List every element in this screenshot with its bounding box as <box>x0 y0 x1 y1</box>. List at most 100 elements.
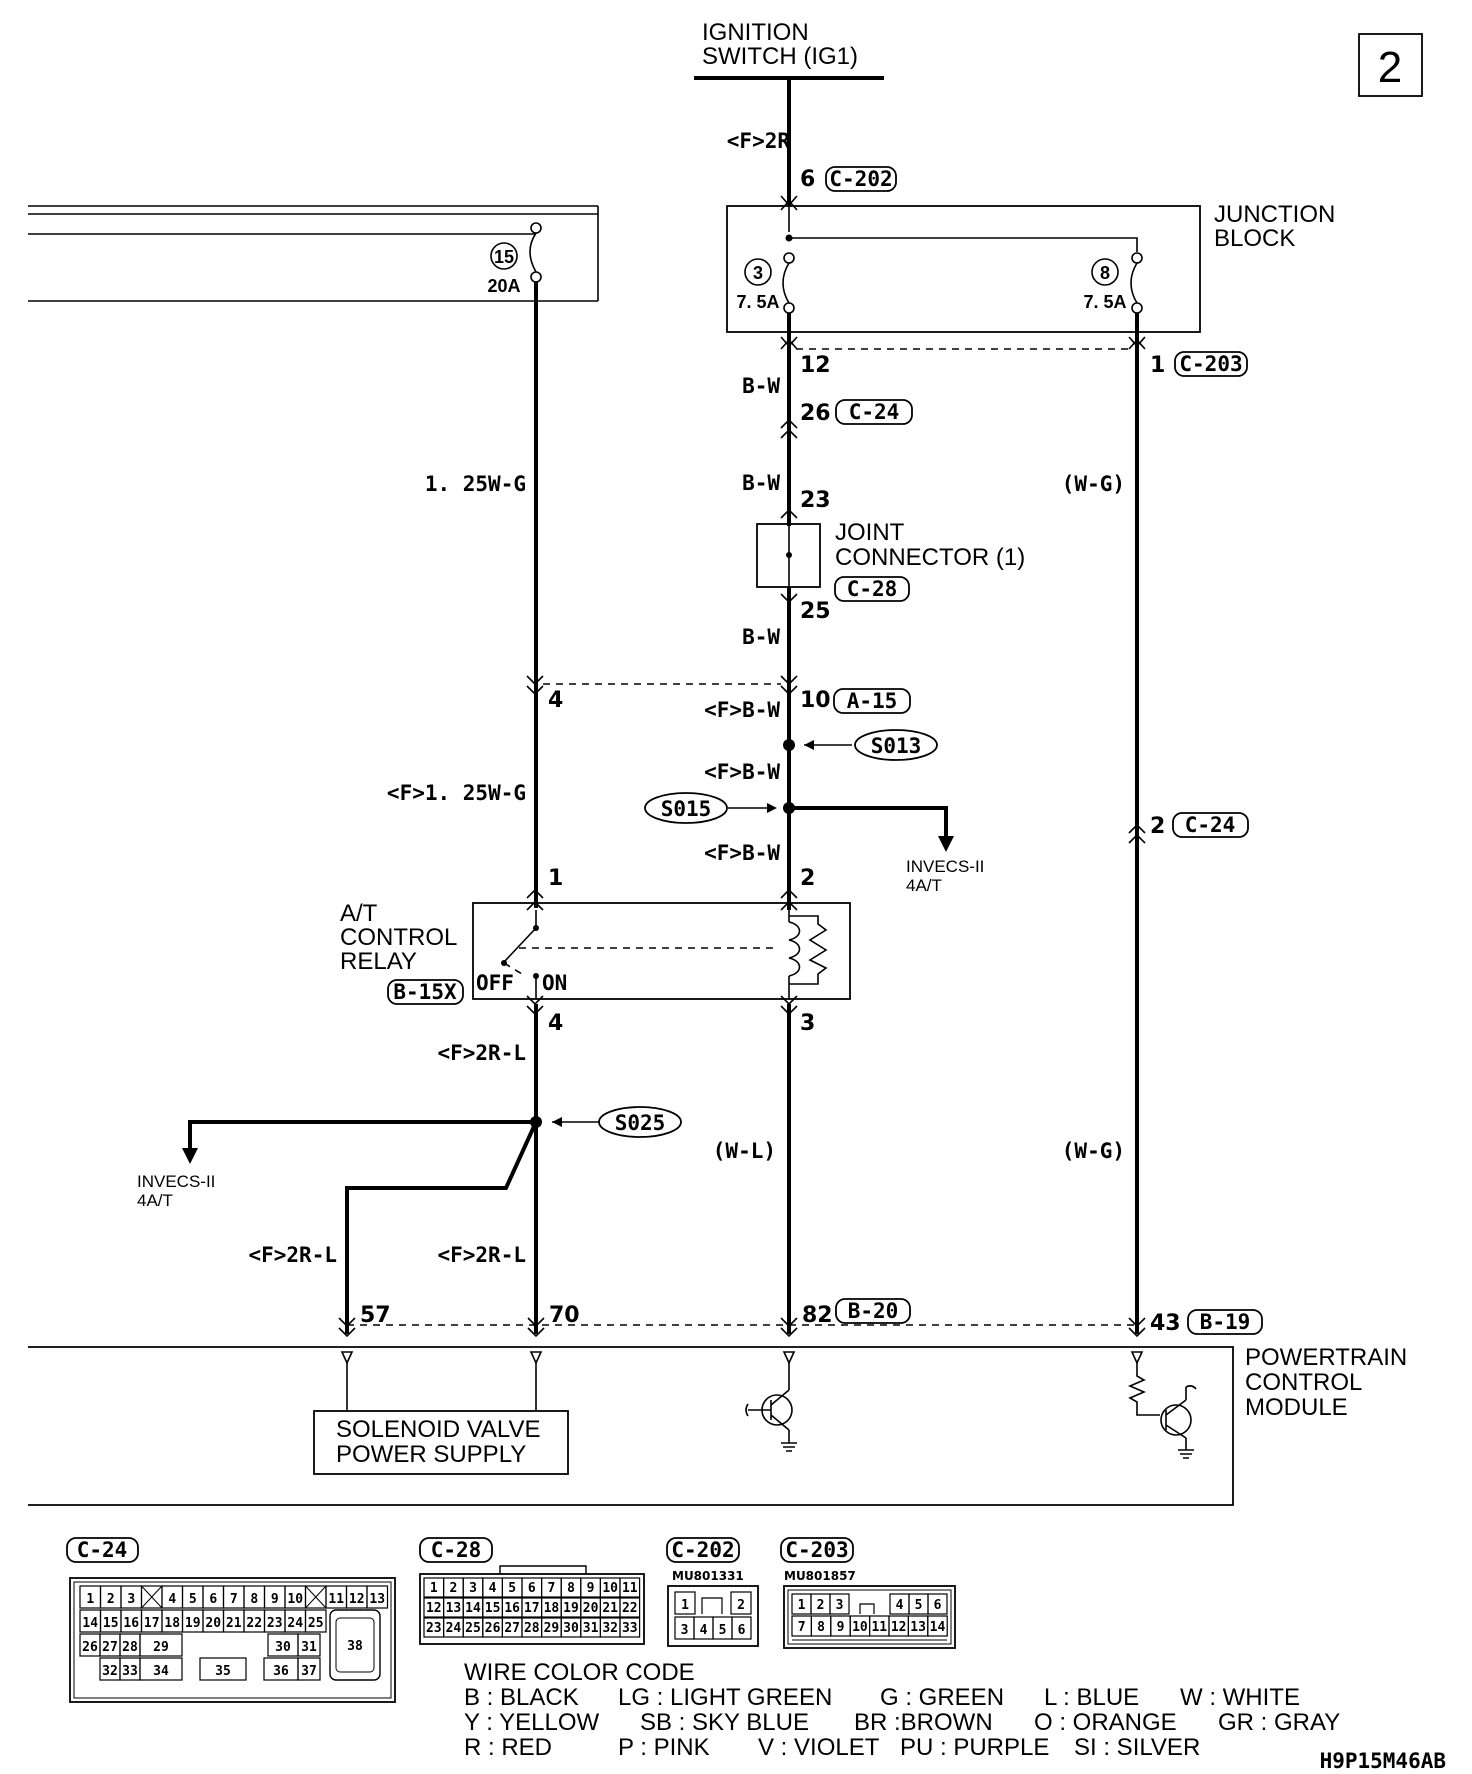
pin-2-c24: 2 <box>1150 814 1165 839</box>
relay-switch-arm <box>503 927 537 963</box>
pin-26: 26 <box>800 401 831 426</box>
c24-r4-cell <box>199 1657 247 1681</box>
c203-r2-pin-label: 10 <box>852 1620 868 1635</box>
color-code-br: BR :BROWN <box>854 1709 993 1736</box>
invecs-left-label-1: INVECS-II <box>137 1172 215 1191</box>
c203-r2-pin-label: 14 <box>930 1620 946 1635</box>
pcm-pin57-terminal <box>340 1351 354 1365</box>
connector-ref-b19: B-19 <box>1200 1310 1251 1334</box>
c24-r1-pin-label: 9 <box>271 1592 279 1607</box>
relay-label-1: A/T <box>340 900 378 927</box>
c203-r2-pin-label: 13 <box>910 1620 926 1635</box>
pcm-pin82-terminal <box>782 1351 796 1365</box>
connector-mark-c24-center <box>780 418 798 439</box>
c202-r2-pin-label: 3 <box>681 1623 689 1638</box>
connector-ref-b15x: B-15X <box>393 980 457 1004</box>
c203-housing-inner <box>787 1589 952 1645</box>
color-code-r: R : RED <box>464 1734 552 1761</box>
c24-r1-pin-label: 3 <box>127 1592 135 1607</box>
joint-connector-label-1: JOINT <box>835 519 905 546</box>
conn-view-c28-ref-frame <box>419 1537 493 1563</box>
c24-r1-blank-cell <box>305 1585 327 1609</box>
fuse-15-terminal-top <box>530 222 542 234</box>
color-code-l: L : BLUE <box>1044 1684 1139 1711</box>
c24-r1-pin-label: 10 <box>287 1592 303 1607</box>
c24-r3-pin-label: 26 <box>82 1640 98 1655</box>
pcm-transistor-82-collector <box>770 1389 790 1406</box>
wire-label-bw-3: B-W <box>742 625 780 649</box>
c202-r2-pin-label: 4 <box>700 1623 708 1638</box>
color-code-g: G : GREEN <box>880 1684 1004 1711</box>
c24-r3-pin-label: 30 <box>275 1640 291 1655</box>
color-code-lg: LG : LIGHT GREEN <box>618 1684 832 1711</box>
wire-label-wg-1: (W-G) <box>1062 472 1125 496</box>
c24-r4-cell <box>297 1657 321 1681</box>
conn-view-c202-ref-frame <box>666 1537 740 1563</box>
fuse-8-terminal-top <box>1131 252 1143 264</box>
connector-ref-b15x-frame <box>387 979 464 1005</box>
c28-r2-pin-label: 12 <box>426 1601 442 1616</box>
connector-ref-a15: A-15 <box>847 689 898 713</box>
junction-block-frame <box>726 205 1201 333</box>
c202-key <box>701 1597 723 1614</box>
c203-r2-pin-label: 12 <box>891 1620 907 1635</box>
fuse-3-number-ring <box>744 258 772 286</box>
ground-icon-82 <box>781 1442 797 1452</box>
c28-r3-pin-label: 30 <box>563 1621 579 1636</box>
connector-ref-c202-frame <box>825 166 897 192</box>
wire-label-f-2rl-3: <F>2R-L <box>437 1243 526 1267</box>
c202-r1-pin-label: 2 <box>737 1598 745 1613</box>
c24-r2-cell <box>304 1609 327 1633</box>
conn-view-c203-part: MU801857 <box>784 1569 856 1583</box>
c24-big-pin-inner <box>335 1617 375 1673</box>
c24-r2-pin-label: 20 <box>205 1616 221 1631</box>
c24-r4-pin-label: 32 <box>102 1664 118 1679</box>
pcm-transistor-82-emitter <box>770 1414 790 1431</box>
pcm-label-2: CONTROL <box>1245 1369 1362 1396</box>
conn-view-c28-ref: C-28 <box>431 1538 482 1562</box>
splice-s015-arrowhead <box>767 803 777 813</box>
connector-mark-c24-right <box>1128 823 1146 844</box>
c28-r2-cell <box>619 1597 641 1618</box>
wire-label-f-bw-3: <F>B-W <box>704 841 780 865</box>
color-code-y: Y : YELLOW <box>464 1709 600 1736</box>
relay-label-2: CONTROL <box>340 924 457 951</box>
c28-r3-pin-label: 27 <box>504 1621 520 1636</box>
c203-r2-cell <box>927 1615 948 1637</box>
wire-label-f-2r: <F>2R <box>727 129 791 153</box>
c24-r3-pin-label: 29 <box>153 1640 169 1655</box>
connector-ref-c202: C-202 <box>829 167 892 191</box>
fuse-3-terminal-bottom <box>783 302 795 314</box>
c28-r3-pin-label: 32 <box>602 1621 618 1636</box>
connector-ref-c28: C-28 <box>847 577 898 601</box>
relay-label-3: RELAY <box>340 948 417 975</box>
c203-r1-pin-label: 1 <box>798 1598 806 1613</box>
pin-23: 23 <box>800 488 831 513</box>
pin-1-relay: 1 <box>548 866 563 891</box>
invecs-right-label-2: 4A/T <box>906 876 942 895</box>
fuse-3-number: 3 <box>753 263 763 283</box>
c24-housing <box>69 1577 396 1703</box>
invecs-right-label-1: INVECS-II <box>906 857 984 876</box>
c202-r2-pin-label: 5 <box>719 1623 727 1638</box>
c28-r2-pin-label: 16 <box>504 1601 520 1616</box>
pcm-transistor-43-collector <box>1165 1399 1187 1416</box>
c28-r3-pin-label: 29 <box>544 1621 560 1636</box>
pcm-label-1: POWERTRAIN <box>1245 1344 1407 1371</box>
pcm-box <box>28 1346 1234 1506</box>
c203-r1-pin-label: 2 <box>817 1598 825 1613</box>
connector-ref-b20-frame <box>835 1298 911 1324</box>
c202-r2-cell <box>731 1616 752 1640</box>
conn-view-c202-ref: C-202 <box>671 1538 734 1562</box>
c24-r2-pin-label: 24 <box>287 1616 303 1631</box>
splice-s025-tag <box>598 1106 682 1138</box>
splice-s013-tag <box>854 729 938 761</box>
connector-mark-a15-center <box>780 675 798 696</box>
pin-6: 6 <box>800 167 815 192</box>
relay-pin1-mark <box>526 888 544 911</box>
c24-r2-pin-label: 21 <box>226 1616 242 1631</box>
joint-connector-label-2: CONNECTOR (1) <box>835 544 1025 571</box>
relay-switch-off-dash <box>503 962 523 975</box>
